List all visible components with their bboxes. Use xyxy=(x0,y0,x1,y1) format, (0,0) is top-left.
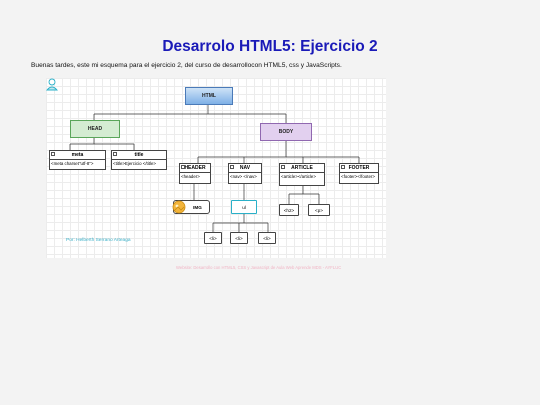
meta-card-title: meta xyxy=(71,152,84,158)
author-credit: Por: Helberth Serrano Arteaga xyxy=(66,238,131,243)
title-card: title <title>Ejercicio </title> xyxy=(111,150,167,170)
nav-card: NAV <nav> </nav> xyxy=(228,163,262,184)
ul-node: ul xyxy=(231,200,257,214)
collapse-icon xyxy=(230,165,234,169)
person-icon xyxy=(46,78,58,91)
footer-card: FOOTER <footer></footer> xyxy=(339,163,379,184)
diagram-canvas: HTML HEAD BODY meta <meta charset"utf-8"… xyxy=(46,78,386,258)
collapse-icon xyxy=(51,152,55,156)
collapse-icon xyxy=(181,165,185,169)
h2-node-label: <h2> xyxy=(283,207,295,213)
li-node-label: <li> xyxy=(209,235,217,241)
title-card-content: <title>Ejercicio </title> xyxy=(113,161,156,166)
collapse-icon xyxy=(341,165,345,169)
li-node: <li> xyxy=(230,232,248,244)
body-node: BODY xyxy=(260,123,312,141)
intro-text: Buenas tardes, este mi esquema para el e… xyxy=(31,62,342,69)
page-footer: Website: Desarrollo con HTML5, CSS y Jav… xyxy=(176,265,342,270)
body-node-label: BODY xyxy=(278,129,294,135)
collapse-icon xyxy=(113,152,117,156)
p-node: <p> xyxy=(308,204,330,216)
page-title: Desarrolo HTML5: Ejercicio 2 xyxy=(162,38,378,55)
nav-card-content: <nav> </nav> xyxy=(230,174,257,179)
head-node-label: HEAD xyxy=(87,126,103,132)
article-card-title: ARTICLE xyxy=(291,165,313,171)
p-node-label: <p> xyxy=(315,207,323,213)
html-node: HTML xyxy=(185,87,233,105)
img-node-label: IMG xyxy=(193,204,202,210)
footer-card-content: <footer></footer> xyxy=(341,174,375,179)
img-node: IMG xyxy=(172,200,210,214)
title-card-title: title xyxy=(134,152,144,158)
head-node: HEAD xyxy=(70,120,120,138)
li-node-label: <li> xyxy=(263,235,271,241)
collapse-icon xyxy=(281,165,285,169)
article-card-content: <article></article> xyxy=(281,174,316,179)
connector-lines xyxy=(69,105,360,232)
h2-node: <h2> xyxy=(279,204,299,216)
header-card-title: HEADER xyxy=(184,165,206,171)
html-node-label: HTML xyxy=(202,93,216,99)
li-node-label: <li> xyxy=(235,235,243,241)
header-card: HEADER <header> xyxy=(179,163,211,184)
li-node: <li> xyxy=(204,232,222,244)
footer-card-title: FOOTER xyxy=(348,165,370,171)
nav-card-title: NAV xyxy=(239,165,251,171)
header-card-content: <header> xyxy=(181,174,200,179)
meta-card: meta <meta charset"utf-8"> xyxy=(49,150,106,170)
article-card: ARTICLE <article></article> xyxy=(279,163,325,186)
li-node: <li> xyxy=(258,232,276,244)
meta-card-content: <meta charset"utf-8"> xyxy=(51,161,94,166)
ul-node-label: ul xyxy=(242,204,246,210)
image-sticker-icon xyxy=(172,200,186,214)
